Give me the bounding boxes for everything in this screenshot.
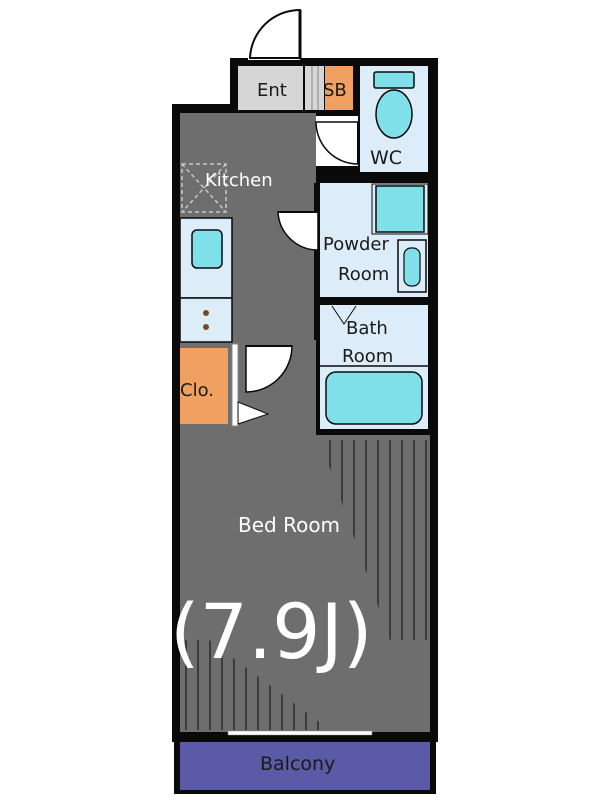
- balcony: [174, 738, 436, 794]
- wc-room: [360, 66, 428, 172]
- bath-room-label-line2: Room: [342, 346, 393, 367]
- balcony-window: [227, 730, 373, 736]
- shoe-box-label: SB: [323, 80, 347, 101]
- entry-door: [248, 8, 302, 60]
- kitchen-label: Kitchen: [205, 170, 273, 191]
- closet: [180, 343, 239, 427]
- balcony-label: Balcony: [260, 753, 335, 775]
- kitchen-counter: [179, 217, 233, 343]
- entrance-label: Ent: [257, 80, 287, 101]
- closet-label: Clo.: [180, 380, 214, 401]
- bedroom-floor: [180, 340, 430, 732]
- wc-door: [315, 116, 359, 166]
- bath-room: [320, 305, 428, 429]
- bed-room-label: Bed Room: [238, 513, 340, 537]
- bed-room-size-label: (7.9J): [170, 587, 373, 676]
- wc-label: WC: [370, 147, 402, 169]
- entrance: [238, 66, 324, 110]
- shoe-box: [325, 66, 353, 110]
- powder-room-label-line2: Room: [338, 264, 389, 285]
- fridge-space: [181, 163, 227, 213]
- bedroom-door: [237, 345, 293, 425]
- bath-room-label-line1: Bath: [346, 318, 388, 339]
- powder-door: [277, 211, 319, 251]
- powder-room: [320, 183, 429, 297]
- powder-room-label-line1: Powder: [323, 234, 389, 255]
